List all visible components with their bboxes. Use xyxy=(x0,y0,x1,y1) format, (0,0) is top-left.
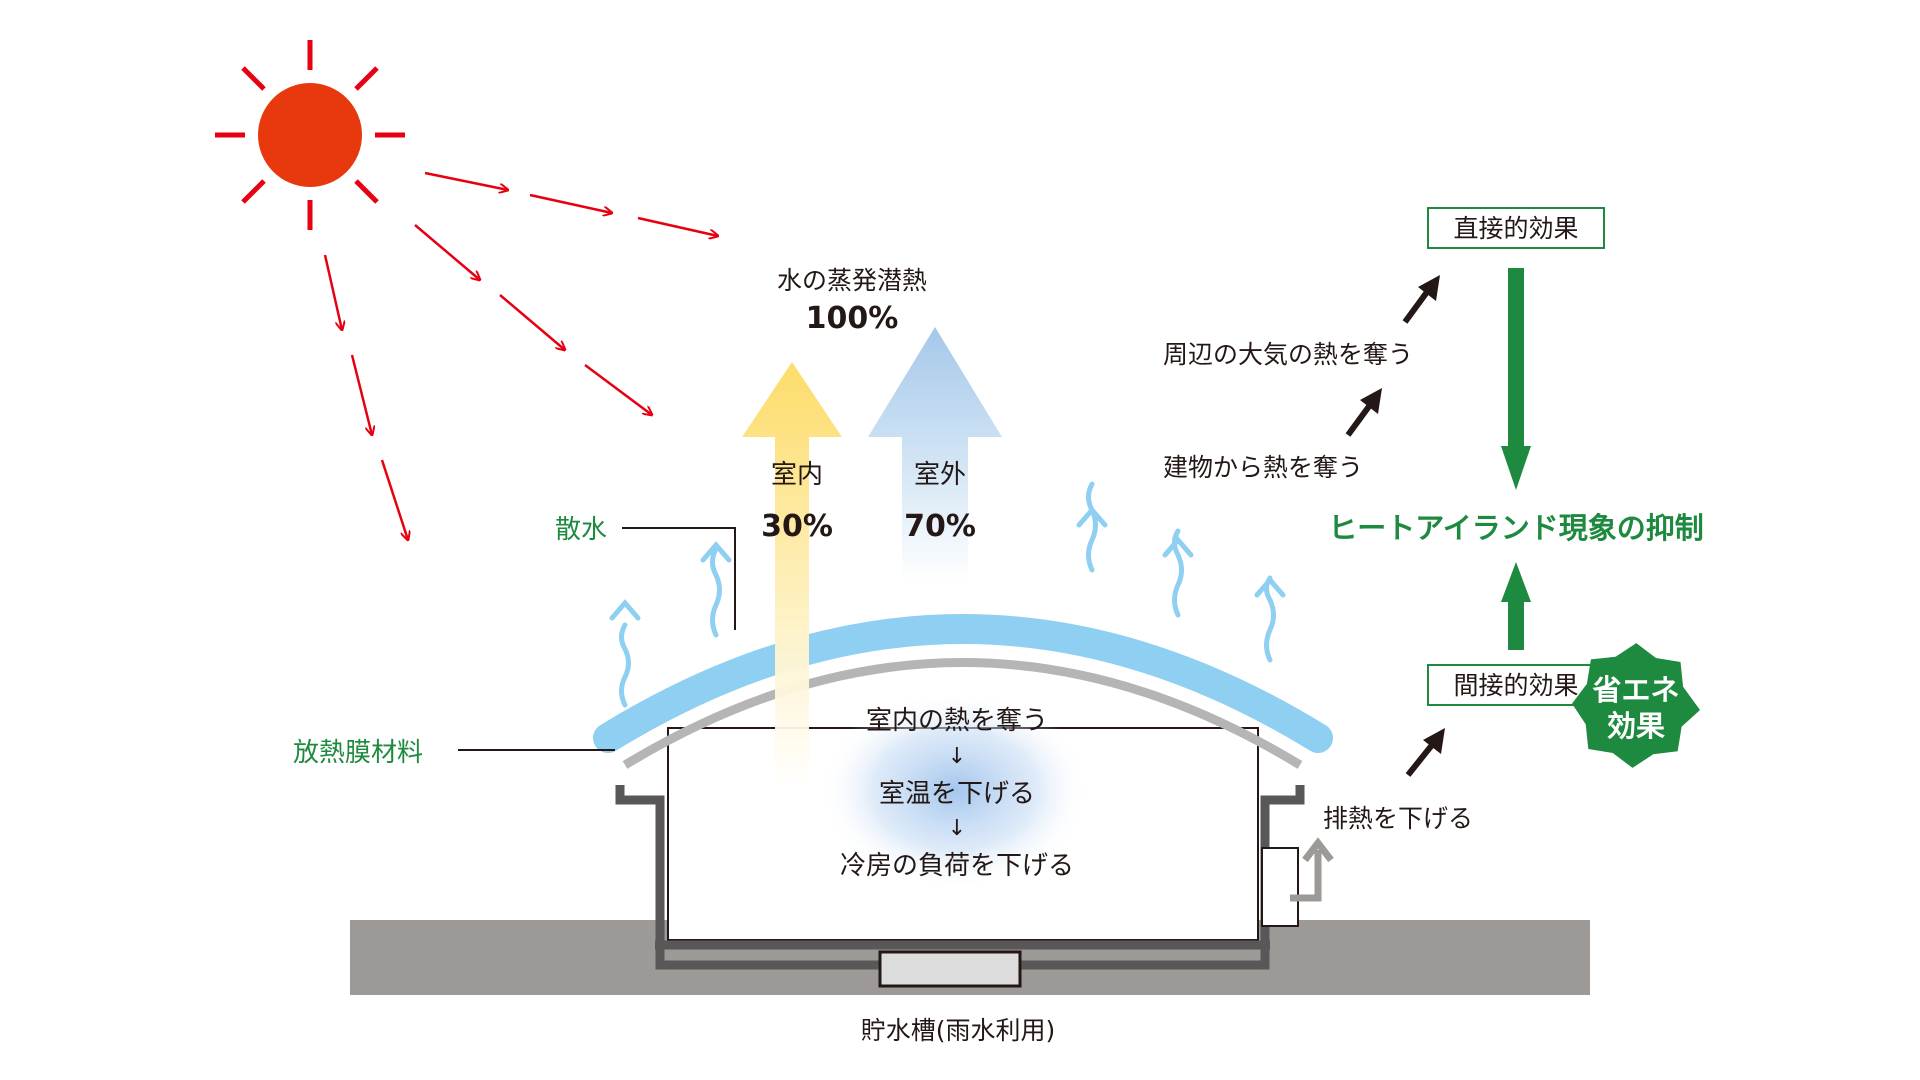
membrane-label: 放熱膜材料 xyxy=(293,738,424,768)
outdoor-unit xyxy=(1261,847,1299,927)
sun-icon xyxy=(215,40,405,230)
indoor-effect-arrow-2: ↓ xyxy=(947,816,967,841)
sprinkle-label: 散水 xyxy=(555,515,608,545)
solar-radiation-arrows xyxy=(323,171,718,540)
effect-green-arrows xyxy=(1501,268,1531,650)
water-tank xyxy=(878,950,1022,988)
indoor-effect-lower-temp: 室温を下げる xyxy=(878,779,1036,809)
outdoor-percent: 70% xyxy=(904,509,976,544)
indoor-effect-arrow-1: ↓ xyxy=(947,744,967,769)
exhaust-heat-label: 排熱を下げる xyxy=(1323,804,1474,833)
indirect-effect-box xyxy=(1427,664,1605,706)
heat-island-suppression-label: ヒートアイランド現象の抑制 xyxy=(1328,511,1704,545)
roof-membrane xyxy=(622,658,1303,769)
energy-saving-label-line1: 省エネ xyxy=(1592,673,1680,707)
indoor-heat-arrow xyxy=(742,362,842,790)
evaporation-label: 水の蒸発潜熱 xyxy=(776,266,928,295)
indoor-cooling-glow xyxy=(820,690,1090,890)
outdoor-label: 室外 xyxy=(913,460,967,490)
outdoor-heat-arrow xyxy=(868,327,1002,580)
steal-air-heat-label: 周辺の大気の熱を奪う xyxy=(1163,340,1414,369)
water-film xyxy=(593,614,1333,753)
indoor-percent: 30% xyxy=(761,509,833,544)
steal-building-heat-label: 建物から熱を奪う xyxy=(1163,453,1364,482)
indirect-effect-label: 間接的効果 xyxy=(1453,671,1579,700)
indoor-effect-lower-load: 冷房の負荷を下げる xyxy=(839,851,1075,881)
evaporation-total: 100% xyxy=(805,301,899,336)
direct-effect-box xyxy=(1427,207,1605,249)
indoor-effect-steal-heat: 室内の熱を奪う xyxy=(865,706,1049,736)
energy-saving-label-line2: 効果 xyxy=(1606,709,1666,743)
energy-saving-badge xyxy=(1572,643,1700,768)
heat-removal-arrows xyxy=(1345,275,1445,777)
direct-effect-label: 直接的効果 xyxy=(1453,214,1579,243)
water-tank-label: 貯水槽(雨水利用) xyxy=(860,1016,1056,1045)
evaporation-arrows xyxy=(609,481,1286,708)
sprinkle-leader-line xyxy=(622,527,736,630)
indoor-label: 室内 xyxy=(770,460,824,490)
